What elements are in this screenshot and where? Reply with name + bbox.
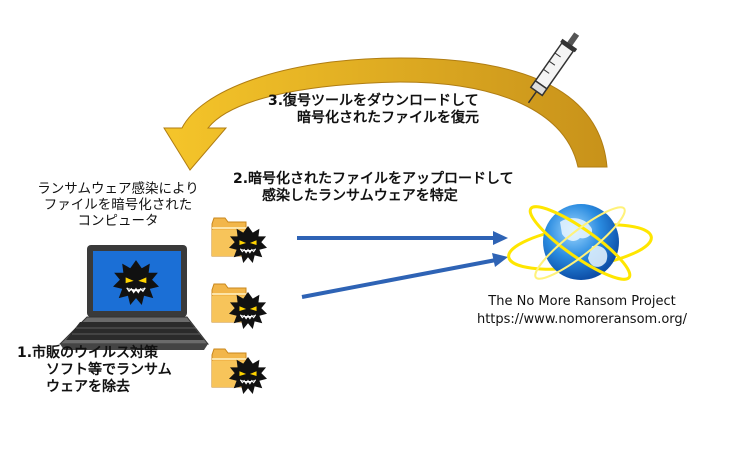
laptop-icon xyxy=(58,245,210,350)
step-1-line: ソフト等でランサム xyxy=(46,361,172,378)
folder-icon xyxy=(211,217,268,264)
project-label: The No More Ransom Project https://www.n… xyxy=(452,293,712,328)
project-name: The No More Ransom Project xyxy=(488,294,676,309)
step-2-line: 2.暗号化されたファイルをアップロードして xyxy=(233,171,514,187)
syringe-icon xyxy=(527,32,580,104)
step-3-line: 暗号化されたファイルを復元 xyxy=(297,109,479,126)
folder-icon xyxy=(211,348,268,395)
globe-icon xyxy=(507,204,653,281)
caption-line: コンピュータ xyxy=(77,213,159,230)
download-curve-arrow xyxy=(163,57,608,171)
upload-arrow-1 xyxy=(297,231,508,245)
caption-line: ファイルを暗号化された xyxy=(43,197,193,214)
upload-arrow-2 xyxy=(301,253,508,299)
caption-line: ランサムウェア感染により xyxy=(37,181,199,197)
step-1-line: 1.市販のウイルス対策 xyxy=(17,345,159,361)
step-1-line: ウェアを除去 xyxy=(46,378,130,395)
step-3-label: 3.復号ツールをダウンロードして 暗号化されたファイルを復元 xyxy=(268,93,479,127)
step-2-label: 2.暗号化されたファイルをアップロードして 感染したランサムウェアを特定 xyxy=(233,171,514,205)
step-2-line: 感染したランサムウェアを特定 xyxy=(262,187,458,204)
step-1-label: 1.市販のウイルス対策 ソフト等でランサム ウェアを除去 xyxy=(17,345,172,395)
project-url: https://www.nomoreransom.org/ xyxy=(476,311,688,327)
step-3-line: 3.復号ツールをダウンロードして xyxy=(268,93,479,109)
computer-caption: ランサムウェア感染により ファイルを暗号化された コンピュータ xyxy=(18,181,218,230)
folder-icon xyxy=(211,283,268,330)
